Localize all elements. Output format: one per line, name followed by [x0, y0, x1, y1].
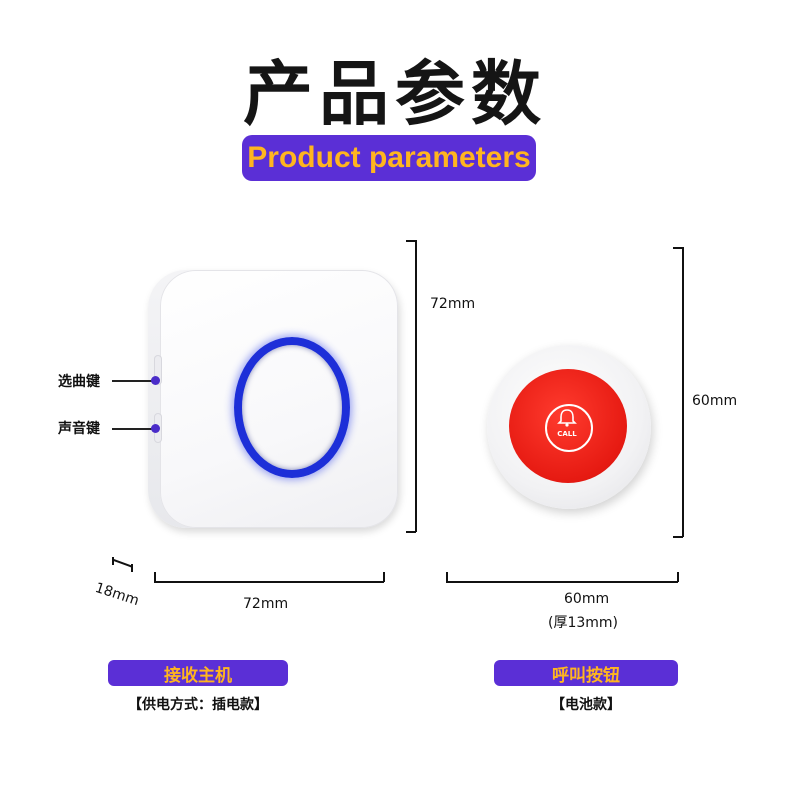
button-thickness-label: (厚13mm) [548, 615, 619, 631]
call-button-name-badge: 呼叫按钮 [494, 660, 678, 686]
subtitle-badge: Product parameters [242, 135, 536, 181]
button-width-tick-right [677, 572, 679, 582]
receiver-depth-tick-right [131, 564, 133, 572]
receiver-depth-line [112, 558, 132, 567]
button-width-line [446, 581, 678, 583]
receiver-name-badge: 接收主机 [108, 660, 288, 686]
receiver-depth-label: 18mm [93, 580, 141, 610]
call-button-power-note: 【电池款】 [551, 697, 621, 713]
volume-key-callout [112, 428, 154, 430]
volume-key-dot [151, 424, 160, 433]
button-width-tick-left [446, 572, 448, 582]
button-height-label: 60mm [692, 393, 738, 409]
receiver-height-label: 72mm [430, 296, 476, 312]
receiver-width-tick-right [383, 572, 385, 582]
receiver-light-ring [234, 337, 350, 478]
receiver-power-note: 【供电方式：插电款】 [128, 697, 268, 713]
button-width-label: 60mm [564, 591, 610, 607]
tune-key-dot [151, 376, 160, 385]
call-button-name: 呼叫按钮 [552, 665, 620, 686]
button-height-line [682, 247, 684, 537]
receiver-width-label: 72mm [243, 596, 289, 612]
call-text: CALL [557, 430, 577, 438]
bell-icon [557, 409, 577, 427]
button-height-tick-top [673, 247, 683, 249]
subtitle-text: Product parameters [247, 141, 531, 174]
receiver-name: 接收主机 [164, 665, 232, 686]
receiver-side-button-top [154, 355, 162, 385]
page-title: 产品参数 [243, 53, 547, 135]
receiver-width-tick-left [154, 572, 156, 582]
tune-key-label: 选曲键 [58, 374, 100, 390]
button-height-tick-bottom [673, 536, 683, 538]
call-bell-badge [545, 404, 593, 452]
receiver-height-tick-bottom [406, 531, 416, 533]
receiver-width-line [154, 581, 384, 583]
receiver-depth-tick-left [112, 557, 114, 565]
volume-key-label: 声音键 [58, 421, 100, 437]
receiver-height-tick-top [406, 240, 416, 242]
tune-key-callout [112, 380, 154, 382]
receiver-height-line [415, 240, 417, 532]
